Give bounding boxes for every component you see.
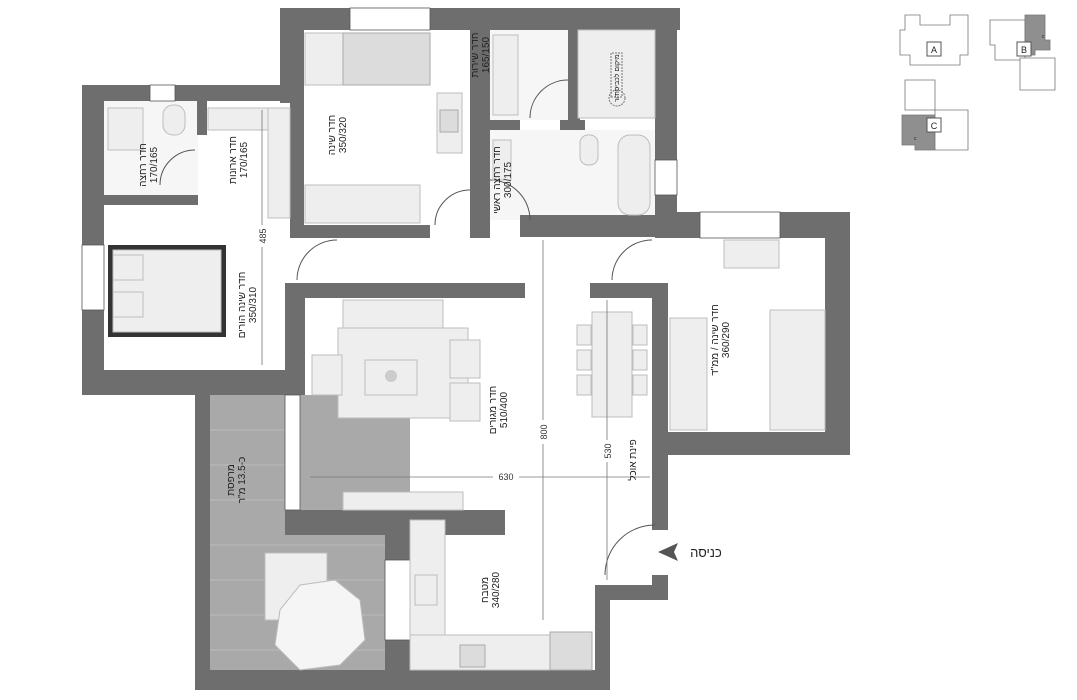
dimension-lines — [261, 110, 650, 620]
key-plan-building-b: B c — [989, 14, 1056, 91]
svg-text:c: c — [1042, 34, 1045, 40]
svg-text:c: c — [914, 136, 917, 142]
svg-text:חדר שינה הורים: חדר שינה הורים — [237, 272, 248, 339]
svg-text:חדר רחצה ראשי: חדר רחצה ראשי — [492, 146, 503, 214]
svg-text:חדר שירות: חדר שירות — [470, 33, 481, 78]
svg-text:165/150: 165/150 — [481, 36, 492, 73]
svg-text:350/320: 350/320 — [338, 116, 349, 153]
svg-text:170/165: 170/165 — [149, 146, 160, 183]
svg-text:חדר שינה / ממ"ד: חדר שינה / ממ"ד — [710, 304, 721, 376]
dimension-485: 485 — [258, 228, 268, 243]
key-plan: A B c C c — [899, 14, 1056, 151]
svg-text:300/175: 300/175 — [503, 161, 514, 198]
laundry-note: מיקום לכביסה — [610, 52, 623, 98]
walls — [82, 8, 850, 690]
svg-text:חדר ארונות: חדר ארונות — [228, 136, 239, 184]
key-plan-building-a: A — [899, 14, 969, 66]
dimension-530: 530 — [603, 443, 613, 458]
svg-text:חדר רחצה: חדר רחצה — [138, 143, 149, 187]
svg-text:B: B — [1021, 45, 1027, 55]
dimension-630: 630 — [498, 472, 513, 482]
dimension-800: 800 — [539, 424, 549, 439]
svg-text:170/165: 170/165 — [239, 141, 250, 178]
entrance-arrow-icon — [658, 543, 678, 561]
svg-text:חדר שינה: חדר שינה — [327, 115, 338, 155]
svg-text:C: C — [931, 121, 938, 131]
svg-text:מטבח: מטבח — [480, 577, 491, 603]
svg-text:מרפסת: מרפסת — [226, 464, 237, 496]
svg-text:350/310: 350/310 — [248, 286, 259, 323]
svg-text:340/280: 340/280 — [491, 571, 502, 608]
room-label-dining-area: פינת אוכל — [627, 439, 639, 481]
svg-text:פינת אוכל: פינת אוכל — [627, 439, 639, 481]
svg-text:מיקום לכביסה: מיקום לכביסה — [613, 54, 621, 96]
svg-text:360/290: 360/290 — [721, 321, 732, 358]
svg-text:כ-13.5 מ"ר: כ-13.5 מ"ר — [237, 457, 248, 504]
key-plan-building-c: C c — [901, 79, 969, 151]
boiler-icon — [608, 89, 626, 107]
furniture — [107, 29, 826, 671]
svg-text:A: A — [931, 45, 937, 55]
entrance-label: כניסה — [690, 545, 722, 560]
svg-text:חדר מגורים: חדר מגורים — [488, 386, 499, 434]
door-swings — [159, 79, 656, 576]
boiler-label: דוד — [615, 93, 621, 102]
windows — [81, 7, 781, 641]
svg-text:510/400: 510/400 — [499, 391, 510, 428]
